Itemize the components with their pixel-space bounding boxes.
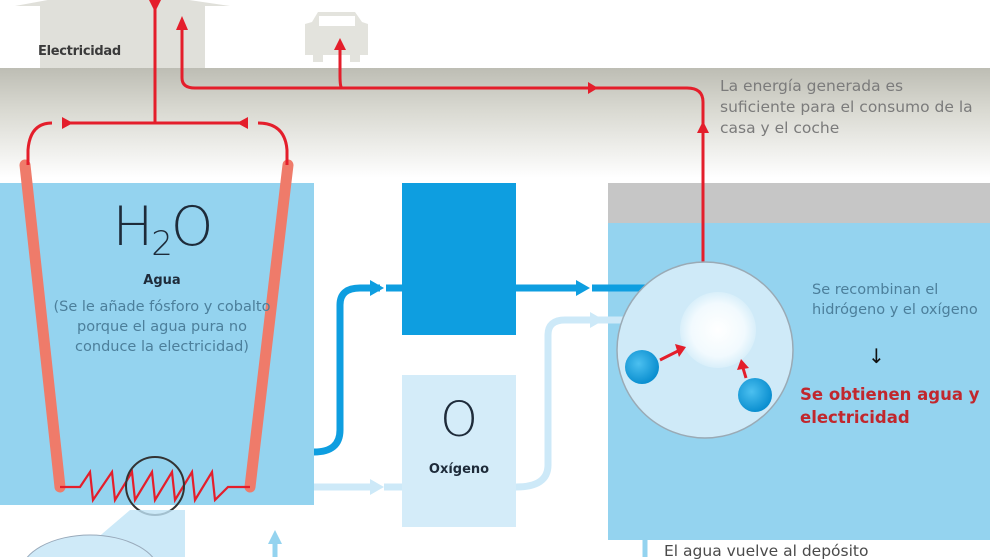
water-note: (Se le añade fósforo y cobalto porque el… xyxy=(53,299,271,355)
energy-note: La energía generada es suficiente para e… xyxy=(720,77,973,137)
oxygen-label: Oxígeno xyxy=(428,462,490,477)
car-icon xyxy=(305,12,368,62)
magnified-lens xyxy=(26,534,154,557)
water-molecule-core xyxy=(680,292,756,368)
return-arrowhead xyxy=(268,530,282,544)
recombine-text: Se recombinan el hidrógeno y el oxígeno xyxy=(812,282,978,318)
oxygen-tank xyxy=(402,375,516,527)
fuel-cell-cap xyxy=(608,183,990,223)
reaction-arrows xyxy=(659,344,749,379)
magnifier-ring xyxy=(125,456,185,516)
result-text: Se obtienen agua y electricidad xyxy=(800,385,980,427)
water-label: Agua xyxy=(143,273,181,288)
return-note: El agua vuelve al depósito xyxy=(664,542,869,560)
hydrogen-pipes xyxy=(313,284,650,456)
electrode-left xyxy=(19,159,66,493)
oxygen-arrowheads xyxy=(370,312,604,495)
hydrogen-atom xyxy=(625,350,659,384)
resistor-zigzag xyxy=(60,468,250,504)
electrode-right xyxy=(244,159,294,493)
formula-h: H xyxy=(112,195,154,258)
house-label: Electricidad xyxy=(38,44,121,59)
electric-arrowheads xyxy=(62,0,709,133)
hydrogen-arrowheads xyxy=(370,280,590,296)
down-arrow-icon: ↓ xyxy=(868,344,885,368)
hydrogen-tank xyxy=(402,183,516,335)
formula-o: O xyxy=(170,195,213,258)
oxygen-atom xyxy=(738,378,772,412)
house-icon xyxy=(15,0,230,68)
formula-subscript: 2 xyxy=(151,224,173,264)
water-formula: H2O xyxy=(62,195,262,264)
electric-wires xyxy=(26,0,705,265)
oxygen-symbol: O xyxy=(440,392,478,448)
